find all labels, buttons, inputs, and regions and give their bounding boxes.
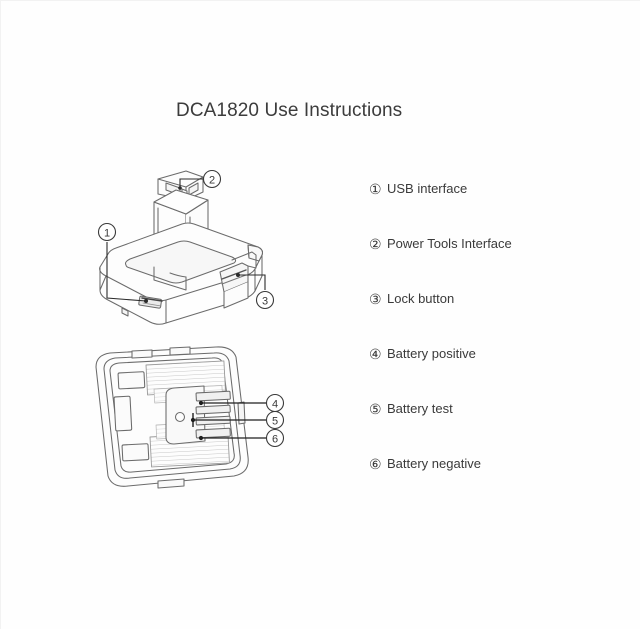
legend-marker-1: ① (369, 181, 382, 197)
legend-marker-5: ⑤ (369, 401, 382, 417)
page-title: DCA1820 Use Instructions (176, 100, 403, 121)
legend-marker-4: ④ (369, 346, 382, 362)
svg-text:4: 4 (272, 399, 278, 411)
callout-2: 2 (202, 169, 222, 189)
svg-text:6: 6 (272, 434, 278, 446)
callout-3: 3 (255, 290, 275, 310)
callout-6: 6 (265, 428, 285, 448)
legend-item-battery-positive: ④ Battery positive (369, 346, 619, 401)
legend-label-battery-test: Battery test (387, 401, 453, 416)
legend-label-power-tools-interface: Power Tools Interface (387, 236, 512, 251)
legend-label-battery-negative: Battery negative (387, 456, 481, 471)
battery-adapter-bottom-illustration: 4 5 6 (62, 345, 310, 490)
battery-adapter-top-illustration: 1 2 3 (62, 162, 310, 327)
svg-text:5: 5 (272, 416, 278, 428)
legend-item-power-tools-interface: ② Power Tools Interface (369, 236, 619, 291)
legend-marker-3: ③ (369, 291, 382, 307)
legend-item-usb-interface: ① USB interface (369, 181, 619, 236)
legend-marker-2: ② (369, 236, 382, 252)
callout-5: 5 (265, 410, 285, 430)
legend-label-usb-interface: USB interface (387, 181, 468, 196)
legend-item-battery-test: ⑤ Battery test (369, 401, 619, 456)
legend-marker-6: ⑥ (369, 456, 382, 472)
svg-text:2: 2 (209, 175, 215, 187)
svg-text:1: 1 (104, 228, 110, 240)
legend-label-lock-button: Lock button (387, 291, 455, 306)
legend-item-lock-button: ③ Lock button (369, 291, 619, 346)
svg-text:3: 3 (262, 296, 268, 308)
legend-label-battery-positive: Battery positive (387, 346, 476, 361)
callout-1: 1 (97, 222, 117, 242)
legend-list: ① USB interface ② Power Tools Interface … (369, 181, 619, 511)
legend-item-battery-negative: ⑥ Battery negative (369, 456, 619, 511)
callout-4: 4 (265, 393, 285, 413)
